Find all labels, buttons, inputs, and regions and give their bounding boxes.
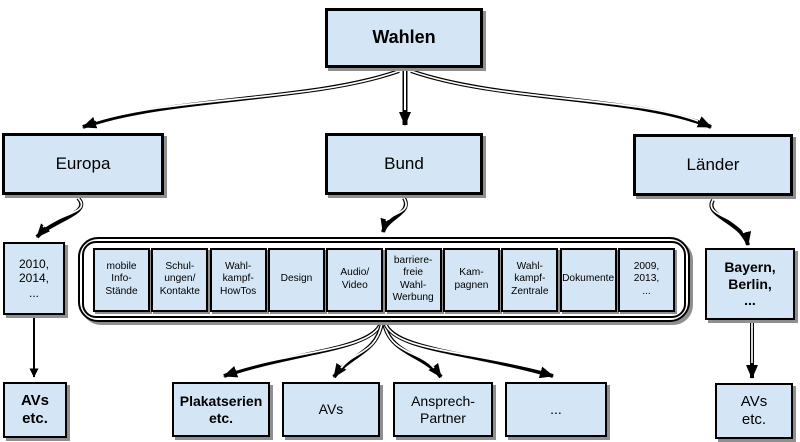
topic-label: Wahl- kampf- Zentrale <box>511 261 549 297</box>
topic-label: Audio/ Video <box>340 267 370 291</box>
node-europa-years: 2010, 2014, ... <box>3 242 65 315</box>
topic-label: Wahl- kampf- HowTos <box>220 261 257 297</box>
topic-barrierefreie-wahlwerbung: barriere- freie Wahl- Werbung <box>384 247 442 312</box>
topic-kampagnen: Kam- pagnen <box>442 247 500 312</box>
node-avs-right-label: AVs etc. <box>740 393 768 428</box>
node-europa: Europa <box>2 133 164 195</box>
connector-topics-ansprechpartner <box>382 322 443 379</box>
topic-label: barriere- freie Wahl- Werbung <box>392 255 434 303</box>
node-plakatserien: Plakatserien etc. <box>172 382 270 437</box>
topic-dokumente: Dokumente <box>559 247 617 312</box>
topic-mobile-info-staende: mobile Info- Stände <box>93 247 150 312</box>
node-europa-label: Europa <box>55 153 111 173</box>
bund-topics-group-inner: mobile Info- Stände Schul- ungen/ Kontak… <box>82 241 686 318</box>
node-avs-right: AVs etc. <box>715 383 793 439</box>
node-avs-left: AVs etc. <box>3 382 67 438</box>
topic-audio-video: Audio/ Video <box>326 247 384 312</box>
node-laender-label: Länder <box>686 154 740 174</box>
node-wahlen: Wahlen <box>325 8 483 68</box>
topic-design: Design <box>267 247 325 312</box>
connector-topics-plakatserien <box>223 322 383 378</box>
node-ellipsis: ... <box>505 382 607 437</box>
connector-laender-states <box>709 198 752 246</box>
node-avs-mid: AVs <box>282 382 380 437</box>
connector-wahlen-laender <box>410 69 712 129</box>
connector-topics-avs <box>332 322 384 379</box>
node-ansprechpartner: Ansprech- Partner <box>393 382 493 437</box>
node-laender-states: Bayern, Berlin, ... <box>705 248 795 320</box>
topic-2009-2013: 2009, 2013, ... <box>617 247 675 312</box>
topic-label: Design <box>280 273 313 285</box>
topic-label: Dokumente <box>562 273 615 285</box>
node-avs-left-label: AVs etc. <box>20 392 50 427</box>
node-ellipsis-label: ... <box>550 401 562 418</box>
node-laender: Länder <box>633 134 793 196</box>
node-bund-label: Bund <box>384 153 424 173</box>
node-ansprechpartner-label: Ansprech- Partner <box>411 392 475 426</box>
topic-label: Schul- ungen/ Kontakte <box>159 261 200 297</box>
node-avs-mid-label: AVs <box>318 401 344 418</box>
node-laender-states-label: Bayern, Berlin, ... <box>724 259 776 309</box>
connector-wahlen-europa <box>82 69 400 129</box>
topic-wahlkampf-howtos: Wahl- kampf- HowTos <box>209 247 267 312</box>
connector-bund-topics <box>380 196 408 233</box>
node-plakatserien-label: Plakatserien etc. <box>179 392 263 426</box>
connector-europa-years <box>35 196 83 239</box>
topic-wahlkampf-zentrale: Wahl- kampf- Zentrale <box>501 247 559 312</box>
topic-label: 2009, 2013, ... <box>633 261 660 297</box>
node-europa-years-label: 2010, 2014, ... <box>18 257 50 300</box>
topic-label: mobile Info- Stände <box>105 261 138 297</box>
bund-topics-group: mobile Info- Stände Schul- ungen/ Kontak… <box>78 237 690 322</box>
topic-schulungen-kontakte: Schul- ungen/ Kontakte <box>151 247 209 312</box>
node-bund: Bund <box>325 133 483 195</box>
node-wahlen-label: Wahlen <box>372 27 436 48</box>
connector-topics-ellipsis <box>383 322 554 379</box>
topic-label: Kam- pagnen <box>454 267 489 291</box>
